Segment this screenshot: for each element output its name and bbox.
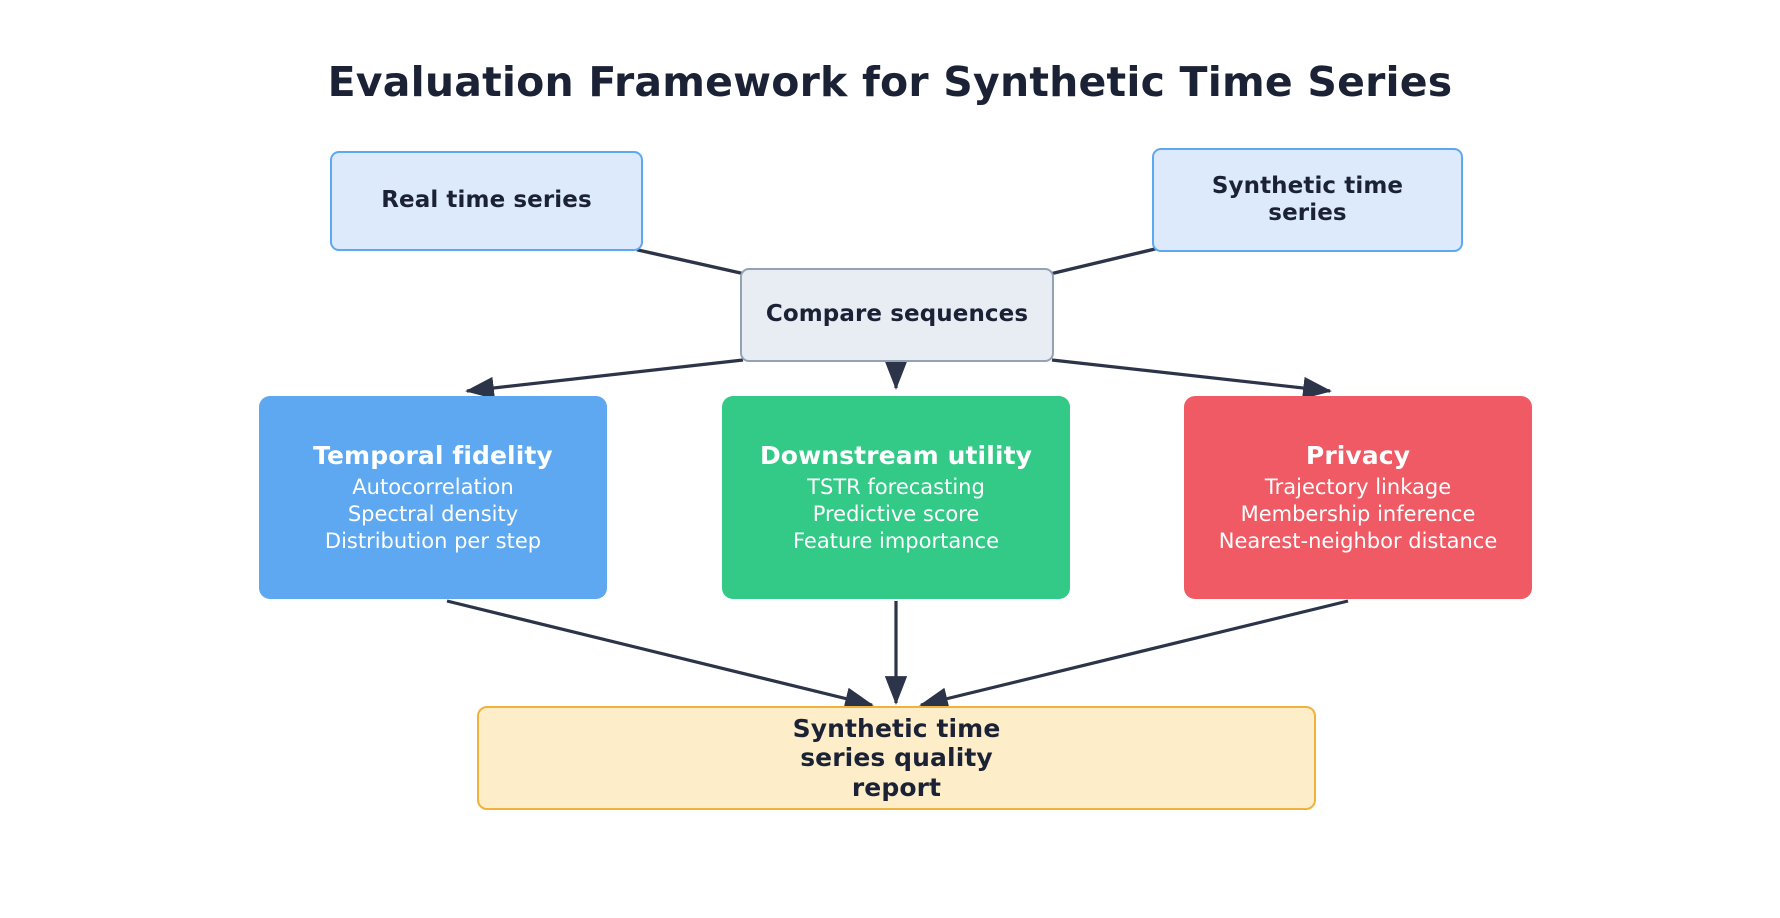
node-downstream-utility-item-1: Predictive score	[812, 502, 980, 527]
node-synthetic-time-series[interactable]: Synthetic time series	[1152, 148, 1463, 252]
node-quality-report-line2: series quality	[800, 743, 993, 773]
node-temporal-fidelity[interactable]: Temporal fidelity Autocorrelation Spectr…	[259, 396, 607, 599]
node-downstream-utility-item-0: TSTR forecasting	[807, 474, 985, 499]
page-title: Evaluation Framework for Synthetic Time …	[327, 58, 1453, 106]
node-downstream-utility-title: Downstream utility	[759, 441, 1033, 471]
node-temporal-fidelity-item-2: Distribution per step	[324, 529, 542, 554]
node-synthetic-time-series-line1: Synthetic time	[1211, 172, 1404, 199]
node-temporal-fidelity-item-0: Autocorrelation	[352, 474, 514, 499]
node-privacy-title: Privacy	[1305, 441, 1411, 471]
node-privacy[interactable]: Privacy Trajectory linkage Membership in…	[1184, 396, 1532, 599]
edge-temporal-to-report	[446, 599, 874, 710]
edge-privacy-to-report	[919, 599, 1349, 710]
node-quality-report-line1: Synthetic time	[792, 713, 1001, 743]
node-real-time-series-label: Real time series	[381, 187, 592, 214]
edge-compare-to-privacy	[1051, 358, 1332, 400]
edge-synthetic-to-compare	[1048, 246, 1161, 276]
edge-real-to-compare	[636, 248, 747, 276]
edge-compare-to-temporal	[465, 358, 744, 400]
node-real-time-series[interactable]: Real time series	[330, 151, 643, 251]
node-compare-sequences-label: Compare sequences	[765, 301, 1029, 328]
node-privacy-item-0: Trajectory linkage	[1264, 474, 1452, 499]
node-compare-sequences[interactable]: Compare sequences	[740, 268, 1054, 362]
node-quality-report-line3: report	[851, 772, 942, 802]
node-privacy-item-2: Nearest-neighbor distance	[1218, 529, 1498, 554]
node-quality-report[interactable]: Synthetic time series quality report	[477, 706, 1316, 810]
node-synthetic-time-series-line2: series	[1268, 200, 1347, 226]
node-privacy-item-1: Membership inference	[1240, 502, 1476, 527]
node-temporal-fidelity-item-1: Spectral density	[347, 502, 519, 527]
node-temporal-fidelity-title: Temporal fidelity	[313, 441, 553, 471]
node-downstream-utility-item-2: Feature importance	[792, 529, 999, 554]
node-downstream-utility[interactable]: Downstream utility TSTR forecasting Pred…	[722, 396, 1070, 599]
